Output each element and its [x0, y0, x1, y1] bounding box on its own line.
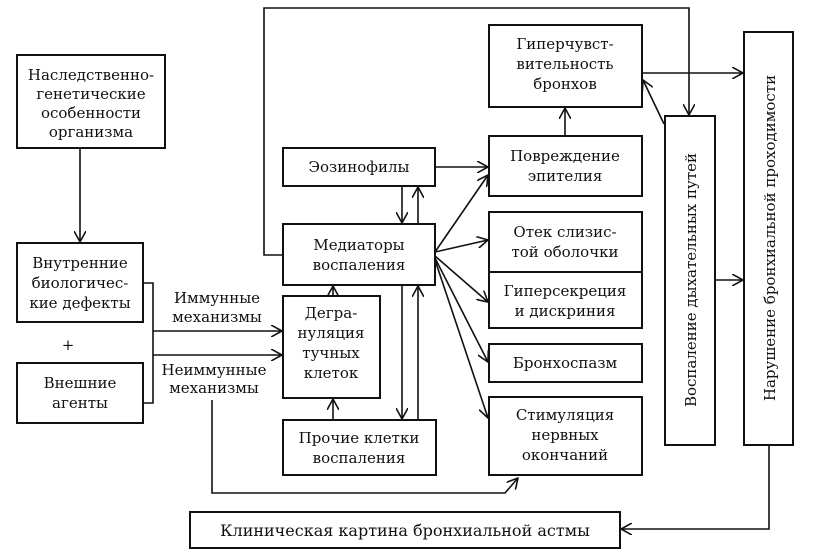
- label-nonimmune: Неиммунные механизмы: [162, 361, 267, 397]
- svg-text:организма: организма: [49, 123, 133, 141]
- svg-text:Нарушение бронхиальной проходи: Нарушение бронхиальной проходимости: [761, 75, 779, 401]
- svg-text:Клиническая картина бронхиальн: Клиническая картина бронхиальной астмы: [220, 521, 590, 540]
- svg-text:клеток: клеток: [304, 364, 359, 382]
- svg-text:Прочие клетки: Прочие клетки: [299, 429, 420, 447]
- connectors: [80, 7, 770, 529]
- svg-text:воспаления: воспаления: [313, 256, 406, 274]
- box-heredity: Наследственно- генетические особенности …: [16, 54, 166, 149]
- svg-text:той оболочки: той оболочки: [511, 243, 618, 261]
- svg-text:Внутренние: Внутренние: [32, 254, 128, 272]
- box-bronchial-obstruction: Нарушение бронхиальной проходимости: [743, 31, 794, 446]
- svg-text:Дегра-: Дегра-: [305, 304, 358, 322]
- box-nerve-stimulation: Стимуляция нервных окончаний: [488, 396, 643, 476]
- svg-text:нервных: нервных: [531, 426, 599, 444]
- svg-text:Отек слизис-: Отек слизис-: [513, 223, 616, 241]
- svg-text:Гиперсекреция: Гиперсекреция: [504, 282, 627, 300]
- box-hypersensitivity: Гиперчувст- вительность бронхов: [488, 24, 643, 108]
- box-airway-inflammation: Воспаление дыхательных путей: [664, 115, 716, 446]
- box-mediators: Медиаторы воспаления: [282, 223, 436, 286]
- svg-text:Стимуляция: Стимуляция: [516, 406, 614, 424]
- svg-text:эпителия: эпителия: [528, 167, 603, 185]
- svg-text:воспаления: воспаления: [313, 449, 406, 467]
- svg-text:Гиперчувст-: Гиперчувст-: [516, 35, 613, 53]
- svg-text:Эозинофилы: Эозинофилы: [309, 158, 410, 176]
- svg-text:механизмы: механизмы: [169, 379, 259, 397]
- svg-text:нуляция: нуляция: [298, 324, 365, 342]
- svg-text:особенности: особенности: [41, 104, 141, 122]
- box-degranulation: Дегра- нуляция тучных клеток: [282, 295, 381, 399]
- svg-text:кие дефекты: кие дефекты: [29, 294, 130, 312]
- svg-text:тучных: тучных: [302, 344, 360, 362]
- svg-text:Внешние: Внешние: [44, 374, 117, 392]
- svg-text:Воспаление дыхательных путей: Воспаление дыхательных путей: [682, 153, 700, 407]
- box-bronchospasm: Бронхоспазм: [488, 343, 643, 383]
- box-external-agents: Внешние агенты: [16, 362, 144, 424]
- plus-sign: +: [62, 336, 75, 354]
- svg-text:Неиммунные: Неиммунные: [162, 361, 267, 379]
- svg-text:генетические: генетические: [36, 85, 145, 103]
- svg-text:Наследственно-: Наследственно-: [28, 66, 154, 84]
- box-hypersecretion: Гиперсекреция и дискриния: [488, 271, 643, 329]
- label-immune: Иммунные механизмы: [172, 289, 262, 326]
- box-internal-defects: Внутренние биологичес- кие дефекты: [16, 242, 144, 323]
- box-edema: Отек слизис- той оболочки: [488, 211, 643, 273]
- box-clinical-picture: Клиническая картина бронхиальной астмы: [189, 511, 621, 549]
- svg-text:бронхов: бронхов: [533, 75, 597, 93]
- svg-text:окончаний: окончаний: [522, 446, 608, 464]
- svg-text:биологичес-: биологичес-: [32, 274, 129, 292]
- svg-text:Медиаторы: Медиаторы: [313, 236, 404, 254]
- svg-text:Иммунные: Иммунные: [174, 289, 260, 307]
- box-eosinophils: Эозинофилы: [282, 147, 436, 187]
- svg-text:вительность: вительность: [516, 55, 613, 73]
- svg-text:агенты: агенты: [52, 394, 108, 412]
- box-epithelium-damage: Повреждение эпителия: [488, 135, 643, 197]
- svg-text:и дискриния: и дискриния: [515, 302, 616, 320]
- svg-text:механизмы: механизмы: [172, 308, 262, 326]
- svg-text:Повреждение: Повреждение: [510, 147, 620, 165]
- svg-text:Бронхоспазм: Бронхоспазм: [513, 354, 618, 372]
- box-other-cells: Прочие клетки воспаления: [282, 419, 437, 476]
